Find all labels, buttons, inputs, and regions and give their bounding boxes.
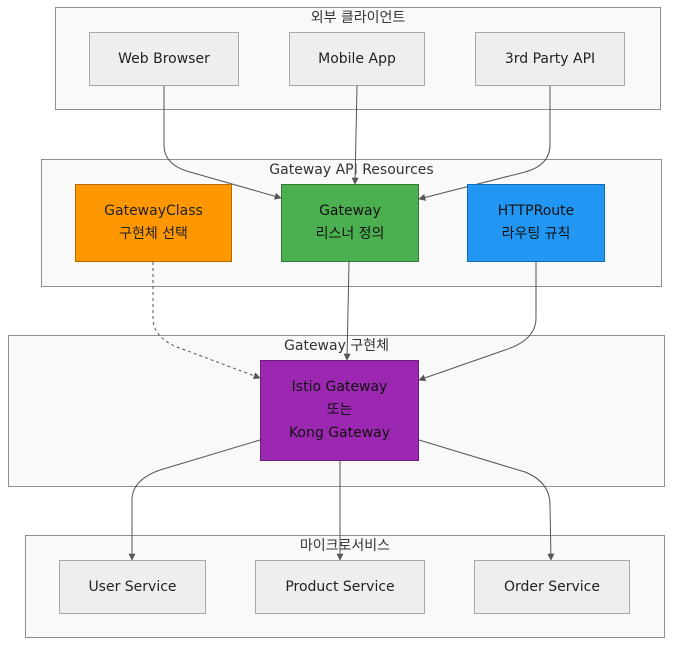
node-gatewayclass[interactable]: GatewayClass 구현체 선택	[75, 184, 232, 262]
node-web-browser[interactable]: Web Browser	[89, 32, 239, 86]
node-label: 3rd Party API	[504, 50, 596, 67]
node-label-line2: 구현체 선택	[119, 226, 188, 242]
node-label: Order Service	[504, 578, 600, 595]
node-label-line1: Gateway	[319, 203, 381, 219]
cluster-title: 외부 클라이언트	[310, 10, 406, 26]
cluster-title: 마이크로서비스	[299, 538, 391, 554]
node-gateway[interactable]: Gateway 리스너 정의	[281, 184, 419, 262]
cluster-title: Gateway 구현체	[284, 338, 389, 354]
node-user-service[interactable]: User Service	[59, 560, 206, 614]
node-label-line3: Kong Gateway	[288, 425, 391, 441]
node-label: Product Service	[285, 578, 395, 595]
node-label: User Service	[88, 578, 177, 595]
node-label-line1: GatewayClass	[104, 203, 203, 219]
node-httproute[interactable]: HTTPRoute 라우팅 규칙	[467, 184, 605, 262]
node-3rd-party-api[interactable]: 3rd Party API	[475, 32, 625, 86]
cluster-title: Gateway API Resources	[269, 162, 434, 178]
node-product-service[interactable]: Product Service	[255, 560, 425, 614]
node-label-line2: 라우팅 규칙	[501, 226, 571, 242]
node-label-line1: HTTPRoute	[497, 203, 575, 219]
node-label-line2: 리스너 정의	[315, 226, 385, 242]
node-order-service[interactable]: Order Service	[474, 560, 630, 614]
node-istio-kong-gateway[interactable]: Istio Gateway 또는 Kong Gateway	[260, 360, 419, 461]
node-label-line2: 또는	[326, 402, 353, 418]
node-label: Mobile App	[318, 50, 396, 67]
node-mobile-app[interactable]: Mobile App	[289, 32, 425, 86]
node-label: Web Browser	[118, 50, 210, 67]
node-label-line1: Istio Gateway	[291, 379, 388, 395]
